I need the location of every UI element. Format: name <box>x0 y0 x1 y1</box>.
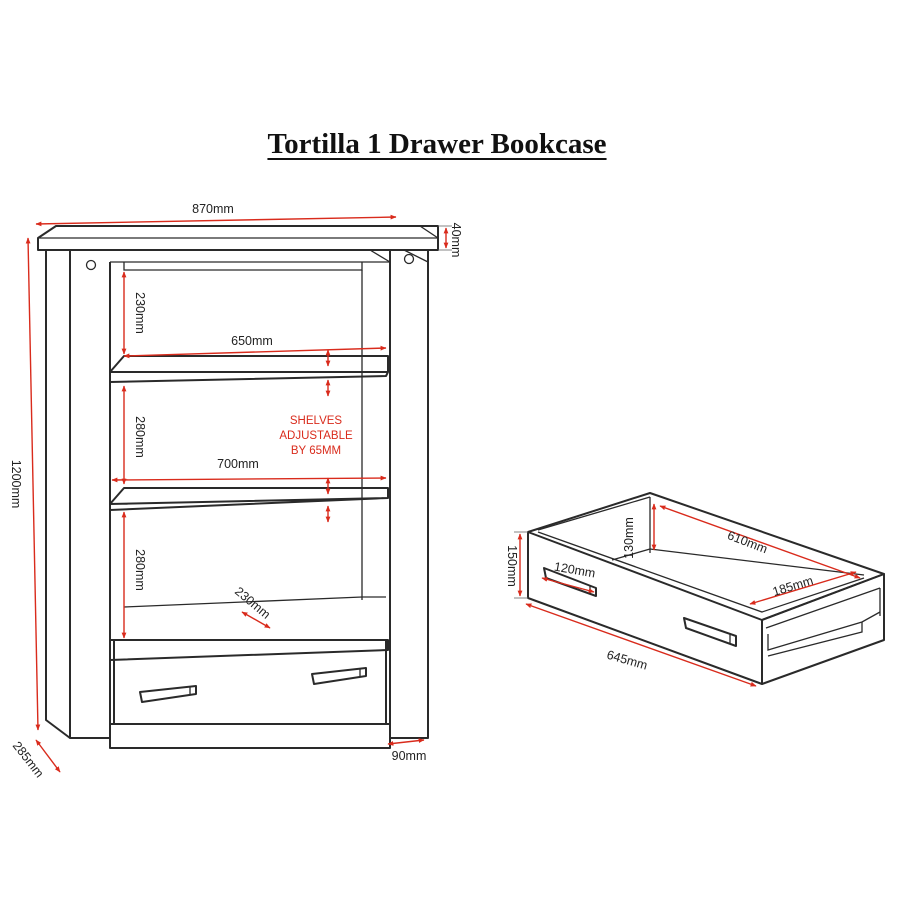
dim-drawer-inner-depth: 185mm <box>771 573 815 599</box>
bookcase-drawer-front <box>113 639 387 725</box>
bookcase-side-back <box>45 250 71 739</box>
shelf-bottom <box>123 596 386 608</box>
dim-shelf-depth: 230mm <box>232 584 273 622</box>
bookcase-back-panel <box>123 262 363 271</box>
drawer-handle-right-icon <box>311 667 367 685</box>
note-line-3: BY 65MM <box>291 445 341 457</box>
dim-handle-width: 120mm <box>553 560 596 581</box>
diagram-title: Tortilla 1 Drawer Bookcase <box>267 128 607 160</box>
dim-overall-width: 870mm <box>192 202 234 216</box>
bookcase-drawing: 870mm 40mm 1200mm 285mm 90mm 230mm 650mm… <box>9 202 463 780</box>
dim-top-shelf-gap: 230mm <box>133 292 147 334</box>
shelf-middle <box>109 487 389 511</box>
dim-top-shelf-width: 650mm <box>231 334 273 348</box>
dim-leg-width: 90mm <box>392 749 427 763</box>
dim-middle-shelf-width: 700mm <box>217 457 259 471</box>
bolt-cover-right-icon <box>403 253 415 265</box>
dim-drawer-height: 150mm <box>505 545 519 587</box>
bookcase-left-leg <box>69 250 111 739</box>
drawer-box-top <box>527 492 885 621</box>
drawer-handle-left-icon <box>139 685 197 703</box>
dim-drawer-inner-height: 130mm <box>622 517 636 559</box>
bookcase-right-leg <box>389 250 429 739</box>
drawer-handle-right-icon <box>683 617 737 647</box>
dim-drawer-overall-length: 645mm <box>605 648 649 673</box>
bookcase-drawer-base <box>109 723 391 749</box>
dim-top-thickness: 40mm <box>449 223 463 258</box>
bookcase-drawer-top <box>109 639 389 661</box>
bolt-cover-left-icon <box>85 259 97 271</box>
shelf-top <box>109 355 389 383</box>
dim-bottom-shelf-gap: 280mm <box>133 549 147 591</box>
note-line-2: ADJUSTABLE <box>279 430 353 442</box>
note-line-1: SHELVES <box>290 415 343 427</box>
dim-overall-height: 1200mm <box>9 460 23 509</box>
dim-middle-shelf-gap: 280mm <box>133 416 147 458</box>
dim-depth: 285mm <box>10 739 47 780</box>
drawer-drawing: 150mm 130mm 610mm 120mm 185mm 645mm <box>505 492 885 687</box>
